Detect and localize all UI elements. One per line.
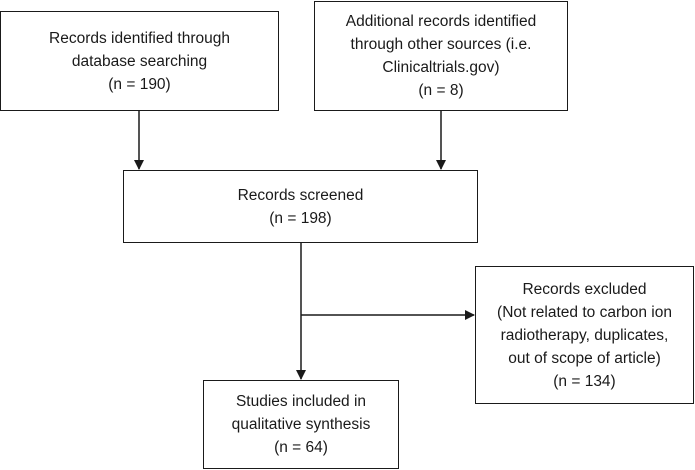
box-text-line: Additional records identified bbox=[345, 13, 537, 30]
box-text-line: Records identified through bbox=[49, 29, 230, 47]
box-text-line: (n = 8) bbox=[418, 82, 464, 99]
box-text-line: (n = 64) bbox=[274, 439, 328, 456]
box-text-line: database searching bbox=[71, 52, 208, 70]
box-records-screened: Records screened (n = 198) bbox=[123, 170, 478, 243]
box-text-line: Studies included in bbox=[235, 393, 367, 410]
box-text-line: through other sources (i.e. bbox=[350, 36, 532, 53]
box-text-line: qualitative synthesis bbox=[231, 416, 371, 433]
box-records-excluded: Records excluded (Not related to carbon … bbox=[475, 266, 694, 404]
box-text-line: (n = 134) bbox=[553, 372, 616, 390]
box-text-line: (Not related to carbon ion bbox=[497, 303, 672, 321]
box-database-records: Records identified through database sear… bbox=[0, 11, 279, 111]
box-text-line: out of scope of article) bbox=[508, 349, 661, 367]
box-text-line: radiotherapy, duplicates, bbox=[500, 326, 669, 344]
box-text-line: (n = 198) bbox=[269, 209, 332, 227]
box-other-sources-records: Additional records identified through ot… bbox=[314, 1, 568, 111]
box-text-line: (n = 190) bbox=[108, 75, 171, 93]
box-text-line: Records excluded bbox=[522, 280, 647, 298]
box-studies-included: Studies included in qualitative synthesi… bbox=[203, 380, 399, 469]
box-text-line: Records screened bbox=[237, 186, 364, 204]
box-text-line: Clinicaltrials.gov) bbox=[382, 59, 500, 76]
